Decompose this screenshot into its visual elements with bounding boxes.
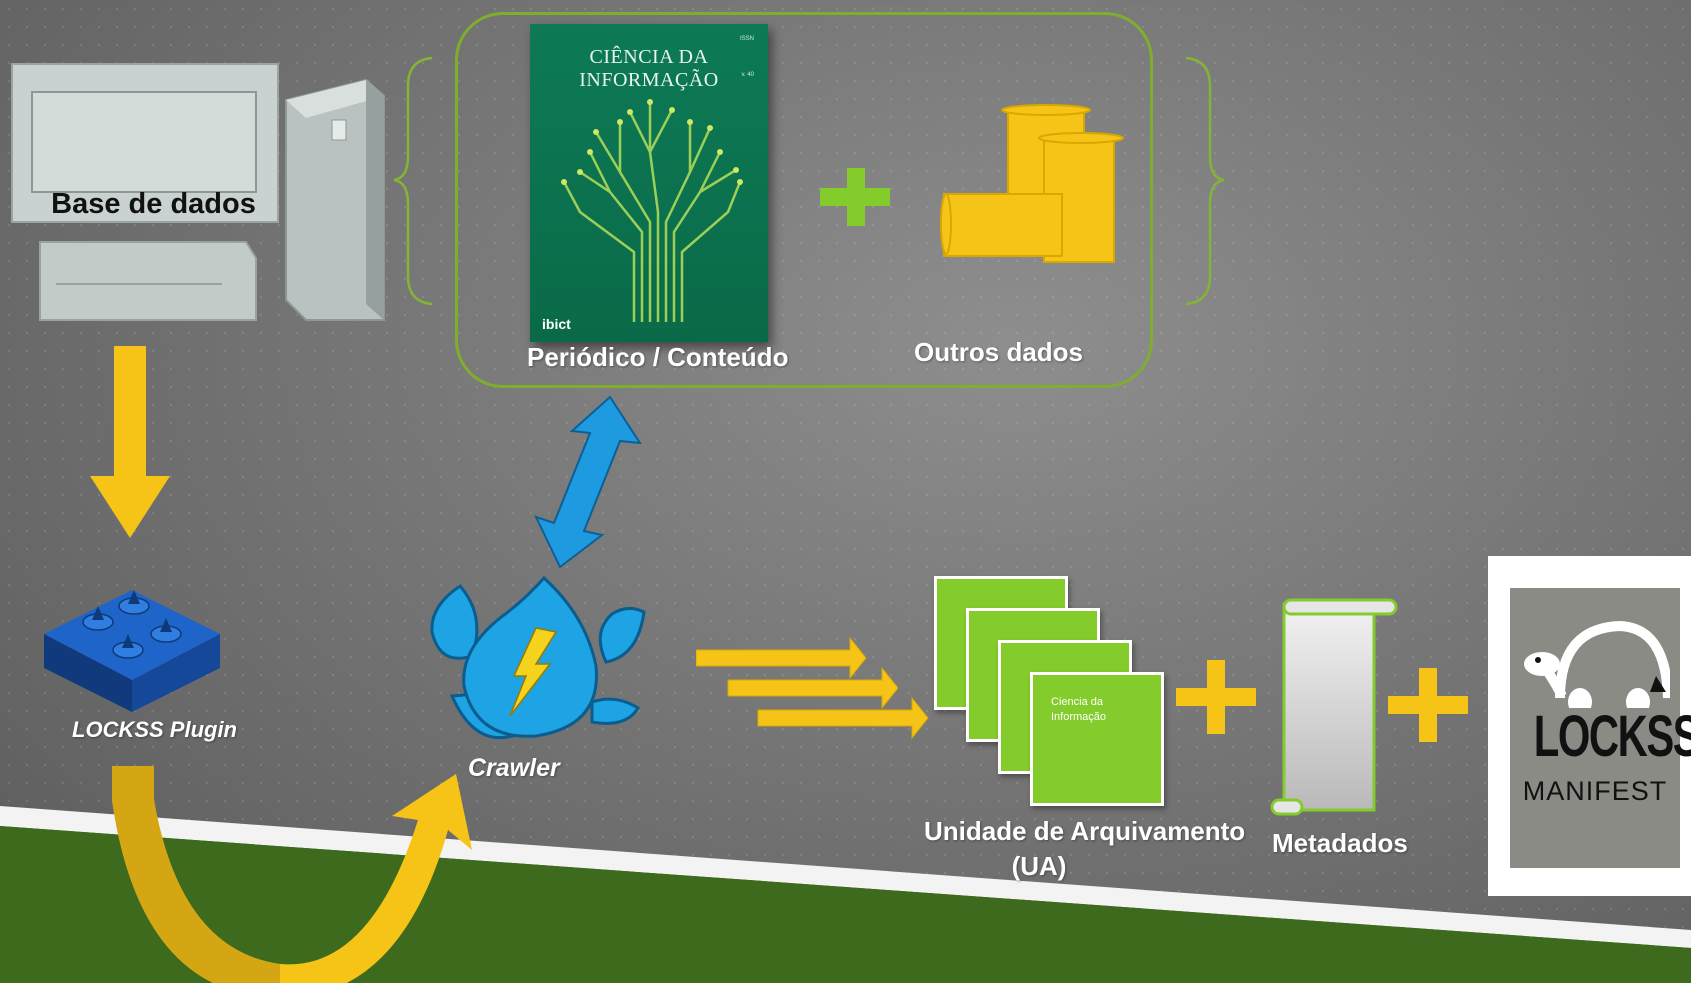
document-text: Ciencia da Informação	[1051, 696, 1107, 723]
lockss-manifest-card: LOCKSS MANIFEST	[1488, 556, 1691, 896]
circuit-tree-icon	[561, 99, 743, 322]
journal-issue: v. 40	[741, 72, 754, 78]
scroll-icon	[940, 104, 1124, 263]
crawler-icon	[430, 576, 646, 740]
plugin-caption: LOCKSS Plugin	[72, 717, 237, 742]
turtle-icon	[1524, 620, 1670, 708]
journal-cover: ISSN CIÊNCIA DA INFORMAÇÃO v. 40 ibict	[530, 24, 768, 342]
journal-publisher: ibict	[542, 316, 571, 332]
metadata-scroll-icon	[1270, 598, 1398, 816]
database-computer: Base de dados	[10, 62, 390, 322]
plus-icon	[1176, 660, 1256, 734]
lockss-word: LOCKSS	[1533, 704, 1691, 769]
u-turn-arrow	[112, 766, 472, 983]
plus-icon	[820, 168, 890, 226]
plugin-block-icon	[44, 590, 220, 712]
journal-caption: Periódico / Conteúdo	[527, 342, 789, 372]
metadata-caption: Metadados	[1272, 828, 1408, 858]
right-brace	[1185, 56, 1225, 306]
content-frame	[455, 12, 1153, 388]
other-data-caption: Outros dados	[914, 337, 1084, 367]
bidirectional-arrow	[534, 395, 642, 569]
computer-icon	[11, 63, 385, 321]
journal-title: CIÊNCIA DA INFORMAÇÃO	[579, 46, 719, 91]
down-arrow	[90, 346, 170, 538]
left-brace	[393, 56, 433, 306]
manifest-word: MANIFEST	[1522, 776, 1668, 806]
lockss-manifest-logo: LOCKSS MANIFEST	[1510, 588, 1691, 868]
triple-arrow	[696, 636, 929, 740]
journal-issn: ISSN	[739, 36, 754, 42]
crawler-caption: Crawler	[468, 754, 560, 782]
archival-unit-pages: Ciencia da Informação	[934, 576, 1164, 806]
document-icon: Ciencia da Informação	[1030, 672, 1164, 806]
archival-unit-caption: Unidade de Arquivamento (UA)	[924, 816, 1246, 881]
plus-icon	[1388, 668, 1468, 742]
database-label: Base de dados	[51, 187, 256, 220]
